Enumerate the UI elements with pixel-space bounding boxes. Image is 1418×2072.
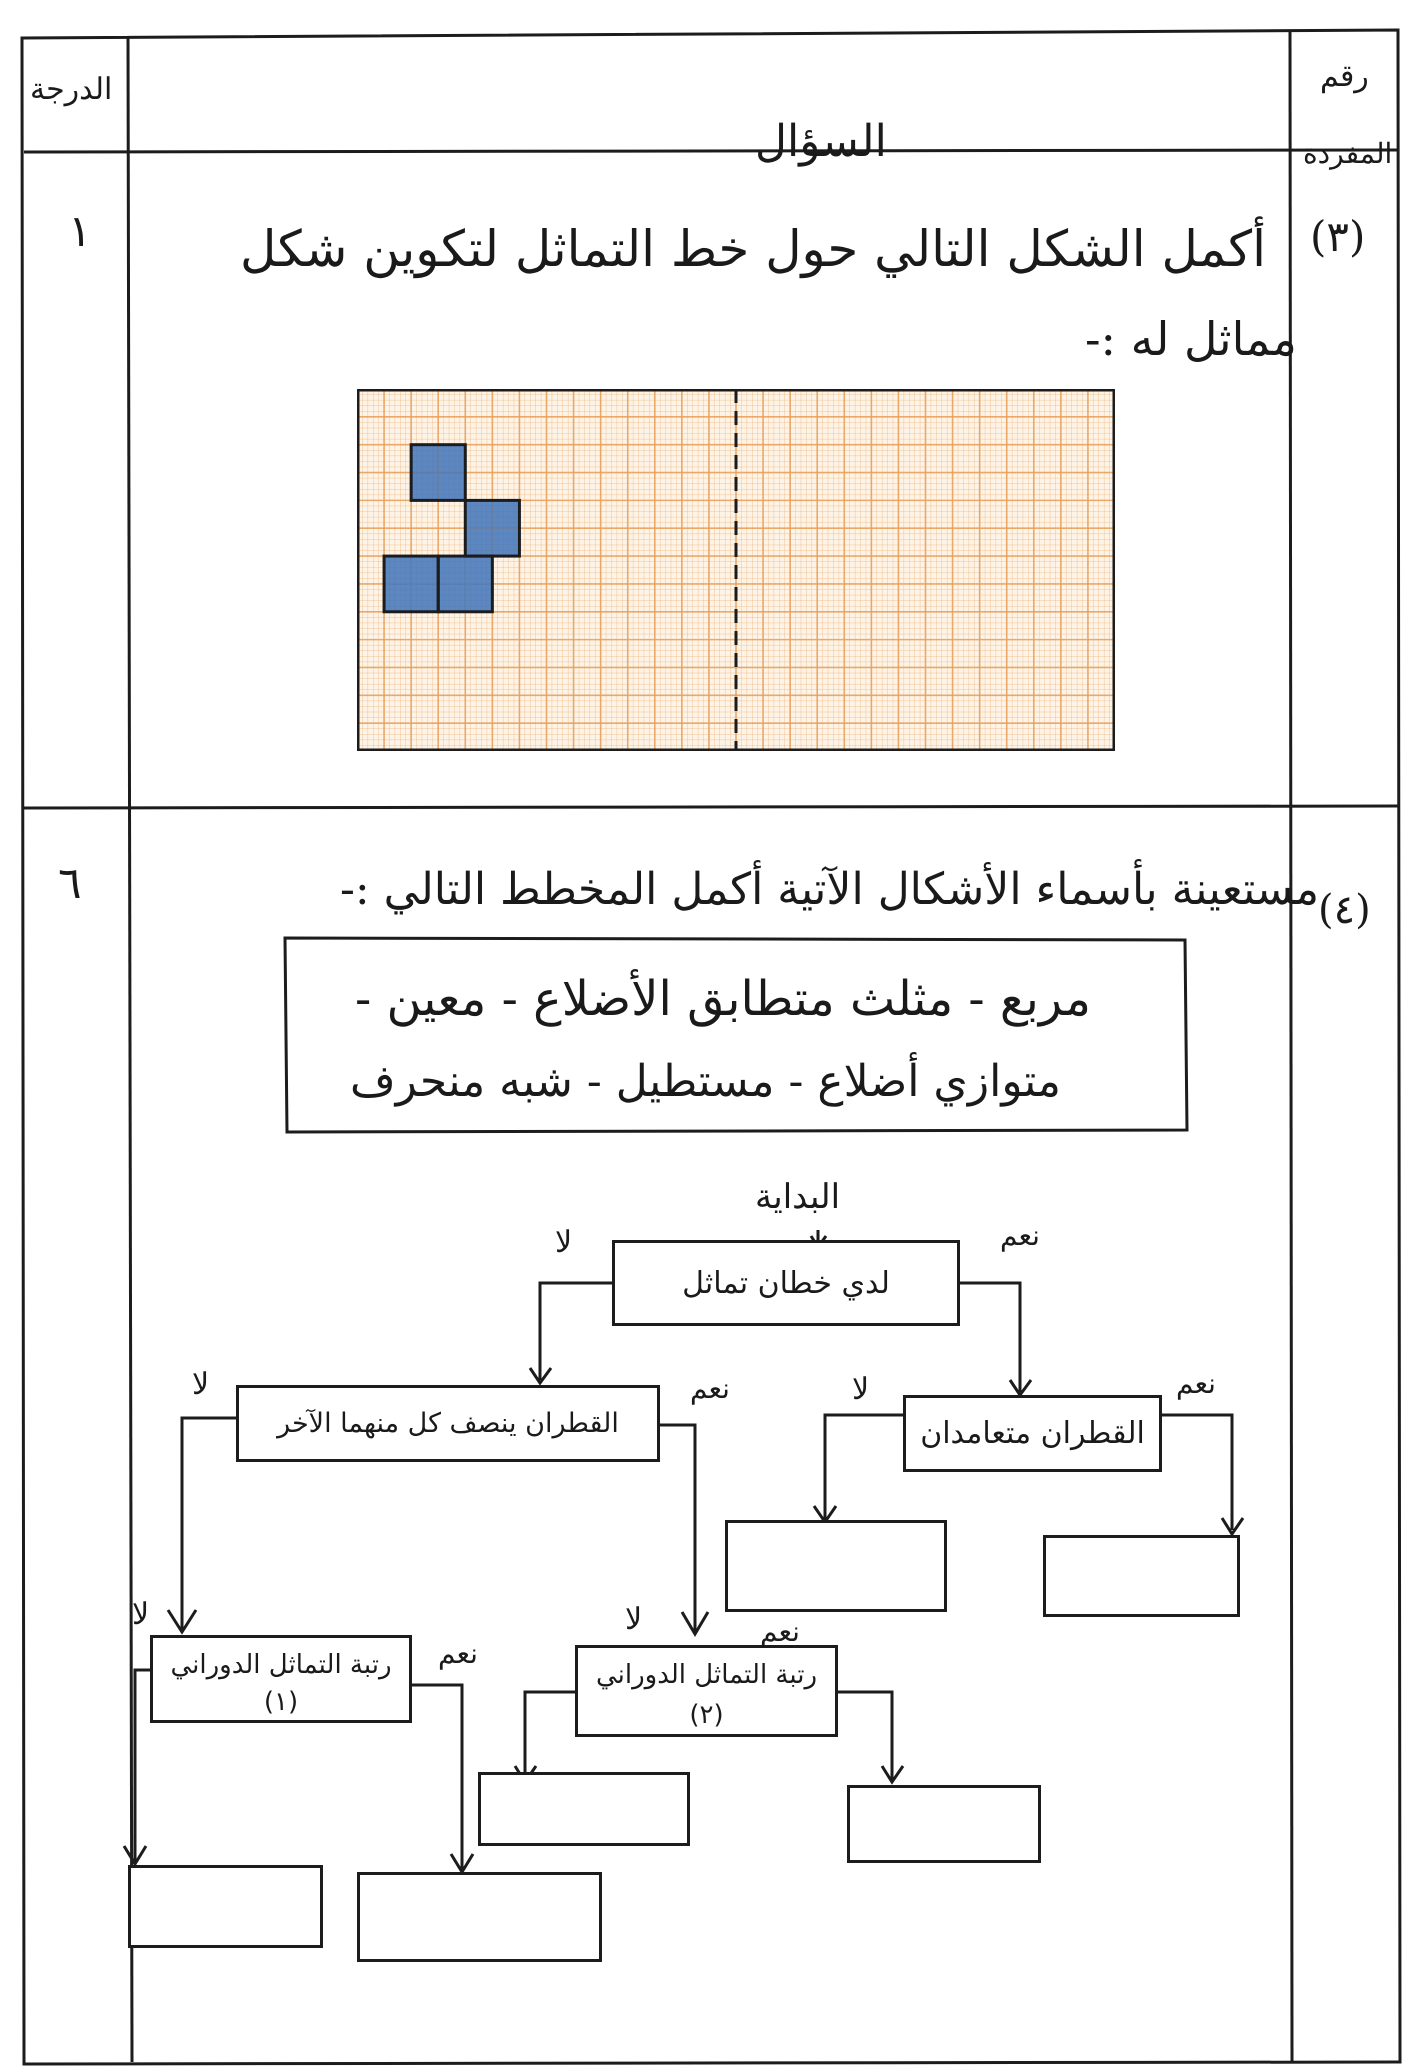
flow-sym1-node: رتبة التماثل الدوراني (١): [150, 1635, 412, 1723]
shapes-line2: متوازي أضلاع - مستطيل - شبه منحرف: [350, 1056, 1061, 1107]
number-header-line1: رقم: [1320, 59, 1369, 94]
filled-cell: [411, 444, 439, 473]
filled-cell: [465, 528, 493, 557]
flow-left-node-text: القطران ينصف كل منهما الآخر: [277, 1408, 619, 1439]
q3-text-line1: أكمل الشكل التالي حول خط التماثل لتكوين …: [240, 220, 1266, 278]
q4-grade: ٦: [58, 858, 82, 909]
filled-cell: [438, 583, 466, 612]
sym2-no-label: لا: [625, 1602, 643, 1637]
flow-sym2-text: رتبة التماثل الدوراني: [596, 1660, 818, 1690]
sym2-yes-label: نعم: [760, 1615, 800, 1648]
flow-left-node: القطران ينصف كل منهما الآخر: [236, 1385, 660, 1462]
flow-sym2-node: رتبة التماثل الدوراني (٢): [575, 1645, 838, 1737]
filled-cell: [411, 556, 439, 584]
sym1-no-label: لا: [132, 1597, 150, 1632]
filled-cell: [492, 500, 520, 529]
root-no-label: لا: [555, 1225, 573, 1260]
sym1-yes-label: نعم: [438, 1637, 478, 1670]
answer-box-3[interactable]: [478, 1772, 690, 1846]
filled-block-outline: [409, 443, 467, 502]
filled-block-outline: [436, 554, 494, 614]
grid-frame: [357, 389, 1115, 751]
answer-box-2[interactable]: [1043, 1535, 1240, 1617]
answer-box-5[interactable]: [128, 1865, 323, 1948]
filled-cell: [465, 556, 493, 584]
filled-cell: [492, 528, 520, 557]
answer-box-1[interactable]: [725, 1520, 947, 1612]
filled-cell: [438, 444, 466, 473]
left-node-no-label: لا: [192, 1367, 210, 1402]
filled-cell: [384, 556, 412, 584]
flow-sym2-num: (٢): [689, 1700, 724, 1730]
grade-header: الدرجة: [30, 72, 113, 107]
root-yes-label: نعم: [1000, 1219, 1040, 1252]
flow-root-text: لدي خطان تماثل: [682, 1265, 890, 1301]
answer-box-4[interactable]: [847, 1785, 1041, 1863]
flow-sym1-num: (١): [263, 1687, 299, 1717]
number-header-line2: المفردة: [1303, 137, 1393, 170]
question-header: السؤال: [755, 116, 887, 167]
filled-cell: [465, 500, 493, 529]
right-node-no-label: لا: [852, 1372, 870, 1407]
flow-right-node-text: القطران متعامدان: [920, 1416, 1145, 1451]
flow-sym1-text: رتبة التماثل الدوراني: [170, 1650, 392, 1680]
filled-cell: [438, 472, 466, 501]
flow-start: البداية: [755, 1177, 841, 1217]
filled-cell: [438, 556, 466, 584]
shapes-line1: مربع - مثلث متطابق الأضلاع - معين -: [355, 971, 1092, 1027]
left-node-yes-label: نعم: [690, 1372, 730, 1405]
q3-text-line2: مماثل له :-: [1085, 312, 1297, 366]
q3-grade: ١: [68, 206, 92, 257]
filled-cell: [411, 472, 439, 501]
symmetry-grid: [357, 389, 1115, 751]
right-node-yes-label: نعم: [1176, 1367, 1216, 1400]
q4-instruction: مستعينة بأسماء الأشكال الآتية أكمل المخط…: [340, 864, 1320, 915]
filled-cell: [411, 583, 439, 612]
flow-root-box: لدي خطان تماثل: [612, 1240, 960, 1326]
q4-number: (٤): [1318, 887, 1371, 933]
filled-cell: [384, 583, 412, 612]
q3-number: (٣): [1310, 212, 1366, 261]
flow-right-node: القطران متعامدان: [903, 1395, 1162, 1472]
filled-cell: [465, 583, 493, 612]
answer-box-6[interactable]: [357, 1872, 602, 1962]
